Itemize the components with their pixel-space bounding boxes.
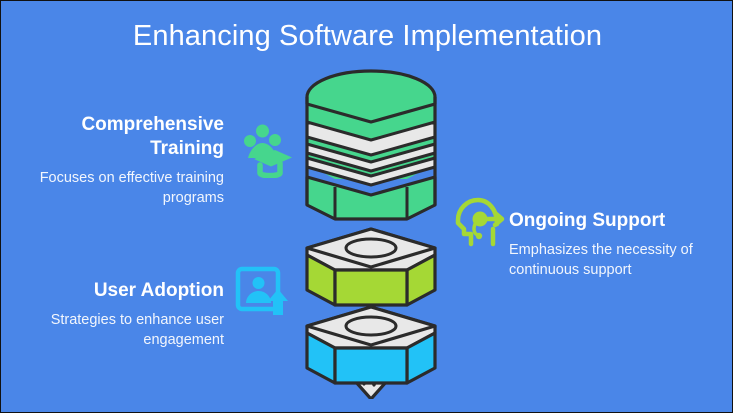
callout-body: Emphasizes the necessity of continuous s… — [509, 242, 693, 278]
people-graduation-cap-icon — [232, 118, 292, 179]
callout-comprehensive-training: Comprehensive Training Focuses on effect… — [9, 113, 224, 208]
person-card-up-arrow-icon — [235, 265, 289, 319]
funnel-layer-middle — [305, 227, 437, 307]
callout-heading: Comprehensive Training — [81, 114, 224, 159]
headset-support-icon — [453, 193, 509, 249]
funnel-layer-bottom — [305, 305, 437, 385]
callout-body: Strategies to enhance user engagement — [50, 312, 224, 348]
funnel-layer-top — [305, 69, 437, 221]
callout-heading: Ongoing Support — [509, 210, 666, 231]
callout-body: Focuses on effective training programs — [39, 170, 224, 206]
page-title: Enhancing Software Implementation — [132, 20, 603, 52]
callout-user-adoption: User Adoption Strategies to enhance user… — [9, 279, 224, 350]
callout-heading: User Adoption — [93, 280, 224, 301]
callout-ongoing-support: Ongoing Support Emphasizes the necessity… — [509, 209, 719, 280]
three-layer-funnel-diagram — [305, 69, 437, 399]
